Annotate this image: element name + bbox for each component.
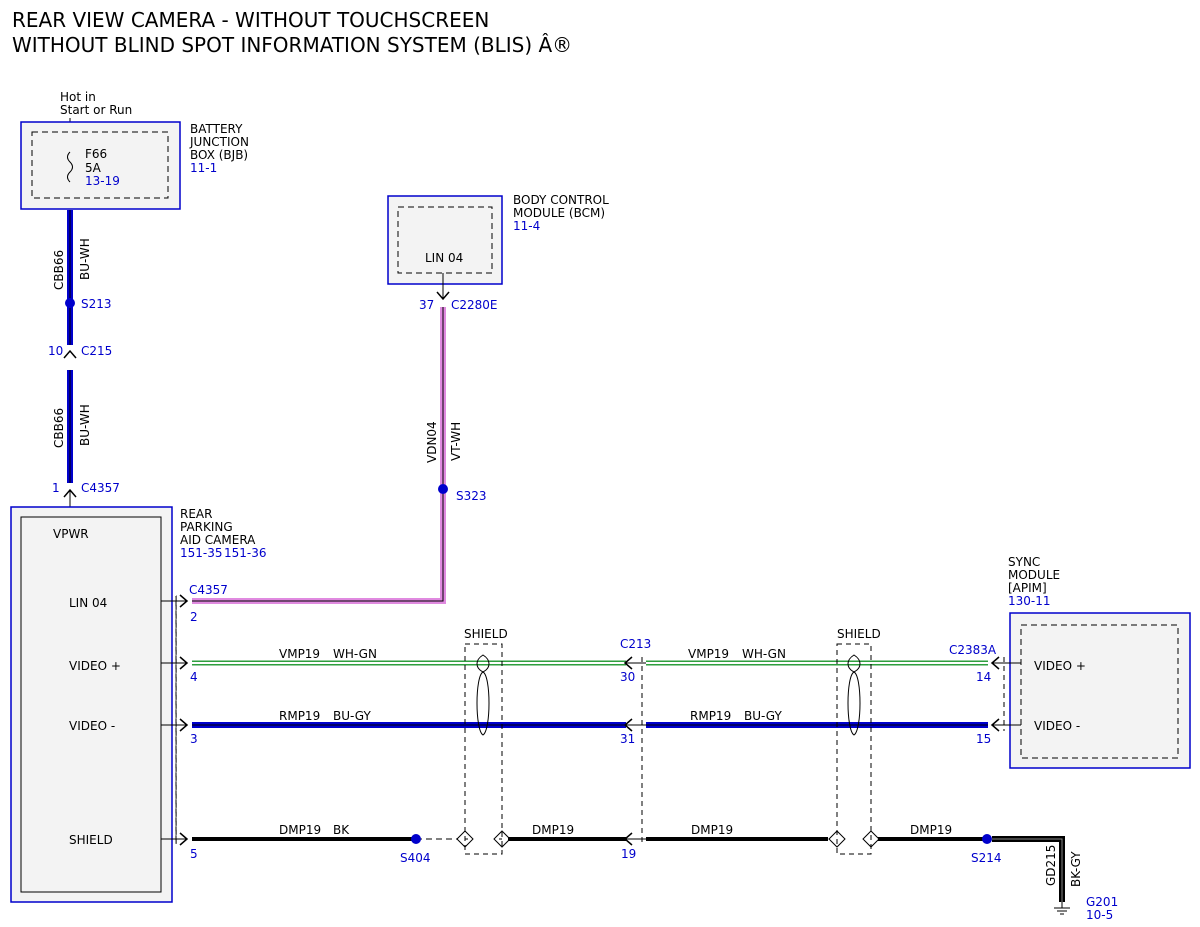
camera-ref-1[interactable]: 151-35 [180, 546, 223, 560]
c213-pin-vplus: 30 [620, 670, 635, 684]
c213-pin-shield: 19 [621, 847, 636, 861]
c213-pin-vminus: 31 [620, 732, 635, 746]
title-line-1: REAR VIEW CAMERA - WITHOUT TOUCHSCREEN [12, 8, 489, 32]
ground-name[interactable]: G201 [1086, 895, 1118, 909]
power-wire-upper-circuit: CBB66 [52, 250, 66, 290]
splice-s213[interactable] [65, 298, 75, 308]
shield-wire-2-circuit: DMP19 [532, 823, 574, 837]
camera-pin-vpwr-label: VPWR [53, 527, 89, 541]
c215-label[interactable]: C215 [81, 344, 112, 358]
fuse-ref[interactable]: 13-19 [85, 174, 120, 188]
vminus-left-color: BU-GY [333, 709, 371, 723]
ground-wire-color: BK-GY [1069, 851, 1083, 887]
vminus-right-circuit: RMP19 [690, 709, 731, 723]
sync-pin-stubs [990, 656, 1021, 732]
bjb-ref[interactable]: 11-1 [190, 161, 217, 175]
camera-pin-vminus-label: VIDEO - [69, 719, 115, 733]
camera-connector-label[interactable]: C4357 [189, 583, 228, 597]
shield-twist-right [828, 643, 880, 855]
camera-name-3: AID CAMERA [180, 533, 256, 547]
bjb-name-1: BATTERY [190, 122, 243, 136]
title-line-2: WITHOUT BLIND SPOT INFORMATION SYSTEM (B… [12, 33, 572, 57]
power-source-line-2: Start or Run [60, 103, 132, 117]
fuse-icon [67, 151, 73, 183]
camera-pin-vminus: 3 [190, 732, 198, 746]
splice-s404[interactable] [411, 834, 421, 844]
camera-name-1: REAR [180, 507, 212, 521]
lin-wire-color: VT-WH [449, 422, 463, 461]
camera-connector-top-label[interactable]: C4357 [81, 481, 120, 495]
camera-pin-lin: 2 [190, 610, 198, 624]
fuse-amps: 5A [85, 161, 102, 175]
camera-pin-lin-label: LIN 04 [69, 596, 107, 610]
bcm-connector-label[interactable]: C2280E [451, 298, 498, 312]
sync-pin-vplus: 14 [976, 670, 991, 684]
ground-wire-circuit: GD215 [1044, 845, 1058, 886]
shield-left-label: SHIELD [464, 627, 508, 641]
bcm-pin-label: LIN 04 [425, 251, 463, 265]
camera-pin-vplus: 4 [190, 670, 198, 684]
vplus-left-circuit: VMP19 [279, 647, 320, 661]
sync-pin-vminus: 15 [976, 732, 991, 746]
power-wire-lower-circuit: CBB66 [52, 408, 66, 448]
fuse-id: F66 [85, 147, 107, 161]
shield-wire-3-circuit: DMP19 [691, 823, 733, 837]
sync-name-1: SYNC [1008, 555, 1040, 569]
splice-s213-label[interactable]: S213 [81, 297, 112, 311]
power-wire-lower-color: BU-WH [78, 404, 92, 446]
shield-twist-left [456, 643, 511, 855]
shield-wire-1-circuit: DMP19 [279, 823, 321, 837]
camera-pin-shield-label: SHIELD [69, 833, 113, 847]
bcm-name-1: BODY CONTROL [513, 193, 609, 207]
battery-junction-box[interactable] [20, 121, 181, 210]
vminus-left-circuit: RMP19 [279, 709, 320, 723]
shield-wire-1-color: BK [333, 823, 350, 837]
vplus-right-circuit: VMP19 [688, 647, 729, 661]
lin-wire[interactable] [192, 307, 446, 604]
camera-ref-2[interactable]: 151-36 [224, 546, 267, 560]
ground-icon [1054, 902, 1070, 915]
bcm-pin-number: 37 [419, 298, 434, 312]
c215-pin: 10 [48, 344, 63, 358]
power-source-line-1: Hot in [60, 90, 96, 104]
sync-pin-vminus-label: VIDEO - [1034, 719, 1080, 733]
vplus-right-color: WH-GN [742, 647, 786, 661]
camera-pin-stubs [161, 594, 189, 846]
c213-connector [623, 656, 646, 846]
camera-pin-shield: 5 [190, 847, 198, 861]
ground-ref[interactable]: 10-5 [1086, 908, 1113, 922]
camera-pin-vpwr: 1 [52, 481, 60, 495]
ground-wire[interactable] [992, 836, 1065, 902]
body-control-module[interactable] [387, 195, 503, 285]
vminus-right-color: BU-GY [744, 709, 782, 723]
splice-s214-label[interactable]: S214 [971, 851, 1002, 865]
splice-s323[interactable] [438, 484, 448, 494]
sync-name-3: [APIM] [1008, 581, 1047, 595]
splice-s323-label[interactable]: S323 [456, 489, 487, 503]
c215-connector-icon [63, 349, 77, 359]
sync-ref[interactable]: 130-11 [1008, 594, 1051, 608]
bcm-name-2: MODULE (BCM) [513, 206, 605, 220]
bjb-name-3: BOX (BJB) [190, 148, 248, 162]
c2280e-connector-icon [436, 291, 450, 301]
lin-wire-circuit: VDN04 [425, 421, 439, 463]
camera-pin-vplus-label: VIDEO + [69, 659, 121, 673]
sync-name-2: MODULE [1008, 568, 1060, 582]
rear-parking-aid-camera[interactable] [10, 506, 173, 903]
splice-s404-label[interactable]: S404 [400, 851, 431, 865]
c213-label[interactable]: C213 [620, 637, 651, 651]
camera-name-2: PARKING [180, 520, 233, 534]
sync-connector-label[interactable]: C2383A [949, 643, 997, 657]
shield-right-label: SHIELD [837, 627, 881, 641]
vplus-left-color: WH-GN [333, 647, 377, 661]
bcm-ref[interactable]: 11-4 [513, 219, 540, 233]
splice-s214[interactable] [982, 834, 992, 844]
sync-module[interactable] [1009, 612, 1191, 769]
bjb-name-2: JUNCTION [189, 135, 249, 149]
shield-wire-4-circuit: DMP19 [910, 823, 952, 837]
power-wire-upper-color: BU-WH [78, 238, 92, 280]
sync-pin-vplus-label: VIDEO + [1034, 659, 1086, 673]
